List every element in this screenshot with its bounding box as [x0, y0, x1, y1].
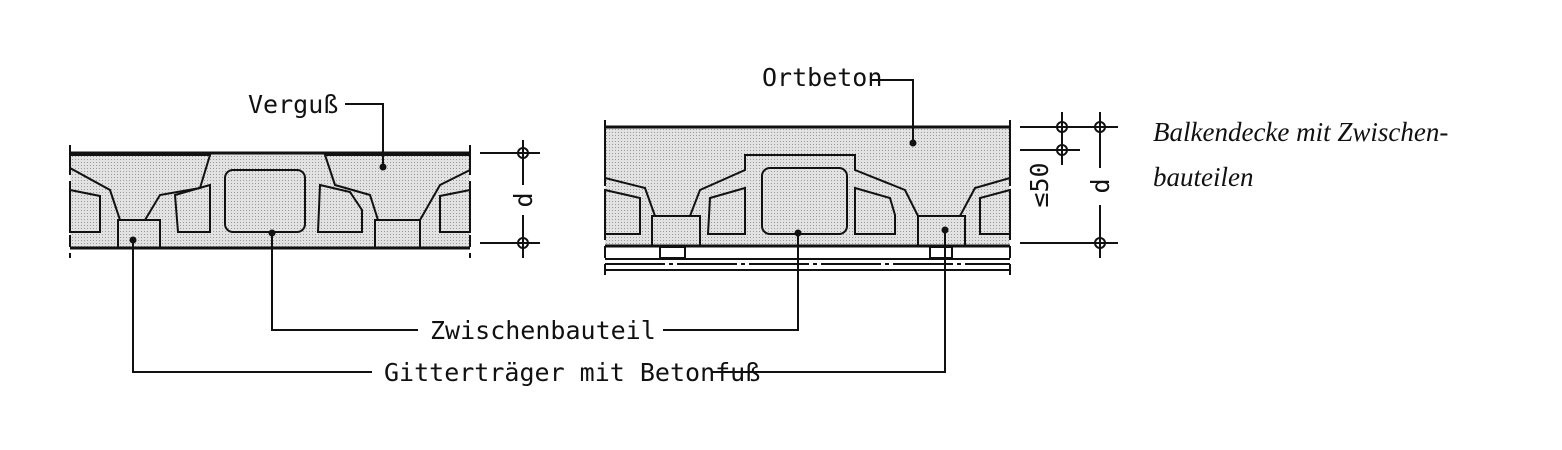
caption-line-2: bauteilen [1153, 162, 1253, 192]
caption-line-1: Balkendecke mit Zwischen- [1153, 117, 1448, 147]
label-gittertraeger: Gitterträger mit Betonfuß [384, 358, 760, 387]
label-zwischenbauteil: Zwischenbauteil [430, 316, 656, 345]
left-section: d [69, 140, 540, 258]
block-cavity [854, 186, 896, 235]
dimension-max-50: ≤50 [1025, 162, 1054, 207]
block-cavity [173, 183, 211, 233]
dimension-d-left: d [509, 192, 538, 207]
block-cavity-center [761, 167, 848, 235]
block-cavity [316, 183, 363, 233]
block-cavity-center [224, 169, 306, 233]
right-section: ≤50 d [604, 112, 1118, 275]
dimension-d-right: d [1086, 178, 1115, 193]
precast-block-body [605, 127, 1010, 246]
ortbeton-fill [604, 126, 1011, 217]
label-ortbeton: Ortbeton [762, 63, 882, 92]
label-verguss: Verguß [248, 90, 338, 119]
block-cavity [706, 186, 746, 235]
